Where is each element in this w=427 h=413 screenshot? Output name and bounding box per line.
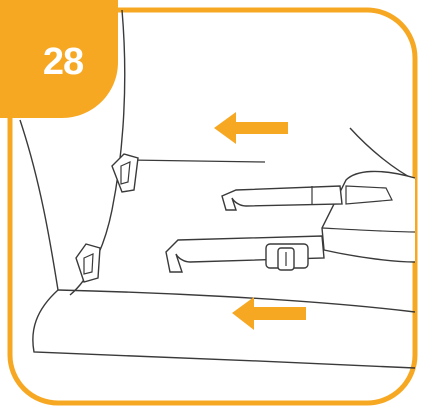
isofix-anchor-lower [76, 244, 100, 282]
seat-back-edge [20, 120, 58, 290]
arrow-left-icon [232, 297, 306, 330]
isofix-connector-lower [166, 236, 324, 272]
car-seat-base-body [322, 171, 415, 262]
isofix-connector-upper [222, 186, 342, 210]
seat-crease [128, 160, 265, 162]
arrow-left-icon [214, 112, 288, 144]
seat-cushion-front [33, 290, 415, 368]
seat-cushion-top [58, 290, 415, 312]
step-number: 28 [31, 38, 95, 86]
